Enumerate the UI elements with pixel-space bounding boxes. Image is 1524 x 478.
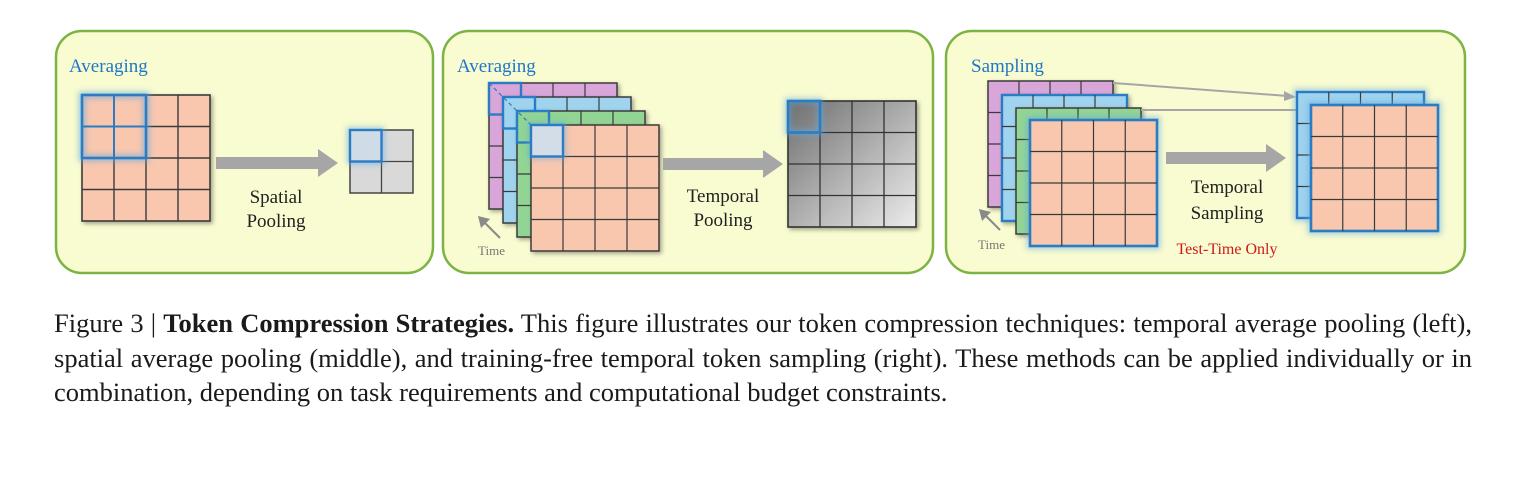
pooled-token-highlight bbox=[529, 123, 565, 158]
time-arrow bbox=[979, 209, 1001, 231]
right-arrow bbox=[663, 150, 783, 178]
arrow-label-line-1: Temporal bbox=[687, 186, 760, 207]
figure-caption: Figure 3 | Token Compression Strategies.… bbox=[54, 306, 1472, 410]
arrow-label-line-2: Pooling bbox=[246, 211, 306, 232]
panel-title: Averaging bbox=[69, 56, 148, 77]
test-time-only-note: Test-Time Only bbox=[1177, 241, 1278, 258]
time-label: Time bbox=[478, 243, 505, 258]
frame-stack bbox=[487, 81, 660, 252]
sampled-frames bbox=[1293, 88, 1442, 235]
panel-title: Sampling bbox=[971, 56, 1044, 77]
panel-temporal-pooling: Averaging bbox=[441, 29, 935, 275]
caption-bold-title: Token Compression Strategies. bbox=[163, 308, 515, 338]
frame-stack bbox=[987, 80, 1161, 250]
arrow-label-line-2: Pooling bbox=[693, 210, 753, 231]
caption-text: This figure illustrates our token compre… bbox=[54, 308, 1472, 407]
time-arrow bbox=[478, 216, 501, 239]
pooled-token-highlight bbox=[786, 99, 822, 134]
right-arrow bbox=[216, 149, 338, 177]
token-compression-diagram: Averaging Spatial Pooling Averaging bbox=[54, 29, 1467, 275]
time-label: Time bbox=[978, 237, 1005, 252]
frame-salmon bbox=[1028, 118, 1159, 248]
arrow-label-line-1: Spatial bbox=[250, 187, 303, 208]
caption-prefix: Figure 3 | bbox=[54, 308, 164, 338]
panel-spatial-pooling: Averaging Spatial Pooling bbox=[54, 29, 435, 275]
panel-title: Averaging bbox=[457, 56, 536, 77]
pooling-window-highlight bbox=[78, 91, 150, 162]
arrow-label-line-2: Sampling bbox=[1191, 203, 1264, 224]
pooled-gray-grid bbox=[787, 100, 917, 228]
right-arrow bbox=[1166, 144, 1286, 172]
arrow-label-line-1: Temporal bbox=[1191, 177, 1264, 198]
panel-temporal-sampling: Sampling Time bbox=[944, 29, 1467, 275]
temporal-link bbox=[488, 82, 532, 126]
sampled-frame-salmon bbox=[1309, 103, 1440, 233]
pooled-grid-2x2 bbox=[347, 127, 414, 194]
